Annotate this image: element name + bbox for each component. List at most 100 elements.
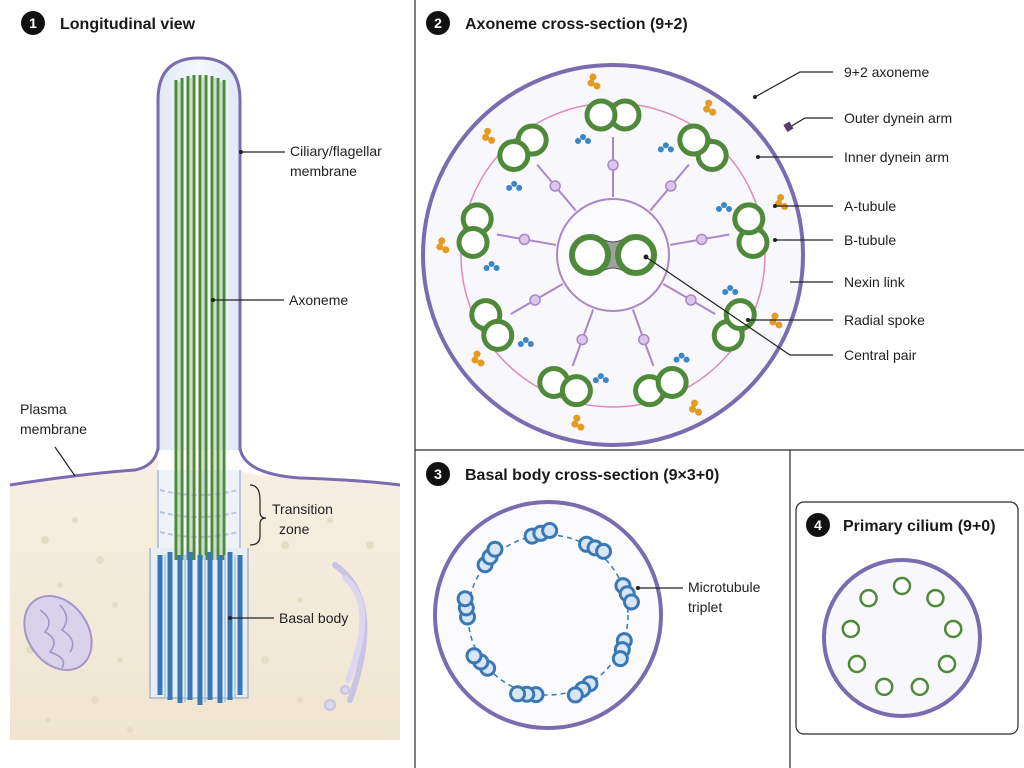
outer-dynein-arm [775,321,783,329]
inner-dynein-arm [511,180,518,187]
panel-axoneme: 9+2 axoneme Outer dynein arm Inner dynei… [421,11,952,447]
microtubule [465,647,483,665]
central-pair [569,234,657,276]
microtubule-triplets [456,522,640,704]
a-tubule [559,374,593,408]
number-badge-icon [426,462,450,486]
inner-dynein-arm [727,285,734,292]
outer-dynein-arm [593,82,601,90]
inner-dynein-arm [662,142,669,149]
panel1-leaders [54,151,285,619]
inner-dynein-arm [715,205,722,212]
label-radial-spoke: Radial spoke [844,312,925,328]
spoke-head [695,233,708,246]
spoke-head [638,333,650,346]
microtubule-doublet [874,677,894,697]
label-plasma-membrane-2: membrane [20,421,87,437]
outer-dynein-arm [771,312,779,320]
label-axoneme: Axoneme [289,292,348,308]
microtubule-doublet [937,654,957,674]
outer-dynein-arm [471,356,479,364]
outer-dynein-arm [587,79,595,87]
outer-doublets [436,73,789,431]
microtubule [566,686,584,704]
label-outer-dynein-arm: Outer dynein arm [844,110,952,126]
spoke-head [518,233,531,246]
inner-dynein-arm [597,373,604,380]
label-nexin-link: Nexin link [844,274,906,290]
inner-dynein-arm [667,146,674,153]
a-tubule [497,138,531,172]
basal-body-microtubules [157,552,243,705]
microtubule [611,650,629,668]
panel4-title: Primary cilium (9+0) [843,518,996,535]
inner-dynein-arm [517,340,524,347]
outer-dynein-arm [573,414,581,422]
microtubule-doublet [943,619,963,639]
inner-dynein-arm [483,265,490,272]
a-tubule [456,226,490,260]
a-tubule [584,98,618,132]
label-b-tubule: B-tubule [844,232,896,248]
golgi-icon [324,562,368,711]
inner-dynein-arm [592,377,599,384]
inner-dynein-arm [722,289,729,296]
microtubule [456,590,474,608]
microtubule [622,593,640,611]
label-transition-zone-1: Transition [272,501,333,517]
inner-dynein-arm [493,265,500,272]
radial-spokes [496,137,730,367]
outer-dynein-arm [473,350,481,358]
inner-dynein-arm [683,356,690,363]
outer-dynein-arm [703,105,711,113]
label-ciliary-membrane-2: membrane [290,163,357,179]
microtubule-doublet [892,576,912,596]
microtubule [486,540,504,558]
label-inner-dynein-arm: Inner dynein arm [844,149,949,165]
microtubule [509,685,527,703]
cytoplasm-vesicles [26,517,374,733]
inner-dynein-arm [516,184,523,191]
label-basal-body: Basal body [279,610,348,626]
label-microtubule-triplet-2: triplet [688,599,722,615]
inner-dynein-arm [585,138,591,144]
microtubule-doublet [847,654,867,674]
plasma-membrane [9,447,401,487]
basal-body-ring [467,534,629,696]
microtubule [595,542,613,560]
inner-dynein-arm [575,138,581,144]
label-9-2-axoneme: 9+2 axoneme [844,64,929,80]
mitochondrion-icon [23,594,93,672]
number-badge-icon [806,513,830,537]
inner-dynein-arm [673,356,680,363]
outer-dynein-arm [705,99,713,107]
microtubule-doublet [926,588,945,608]
outer-dynein-arm [695,408,703,416]
number-badge-icon [21,11,45,35]
outer-dynein-arm [571,420,579,428]
inner-dynein-arm [580,134,586,140]
outer-dynein-arm [577,423,585,431]
panel-borders [414,0,1024,768]
panel4-number: 4 [814,517,822,533]
inner-dynein-arm [657,146,664,153]
a-tubule [655,365,689,399]
label-transition-zone-2: zone [279,521,310,537]
label-plasma-membrane-1: Plasma [20,401,67,417]
label-a-tubule: A-tubule [844,198,896,214]
spoke-head [685,294,697,306]
panel1-number: 1 [29,15,37,31]
a-tubule [677,123,711,157]
inner-dynein-arm [720,201,727,208]
spoke-head [529,294,541,306]
inner-dynein-arm [725,205,732,212]
outer-dynein-arm [488,136,496,144]
panel2-leaders [645,71,833,356]
panel3-title: Basal body cross-section (9×3+0) [465,467,719,484]
number-badge-icon [426,11,450,35]
microtubule-doublet [859,588,878,608]
nexin-ring [460,102,766,408]
inner-dynein-arm [522,336,529,343]
spoke-head [549,180,561,192]
